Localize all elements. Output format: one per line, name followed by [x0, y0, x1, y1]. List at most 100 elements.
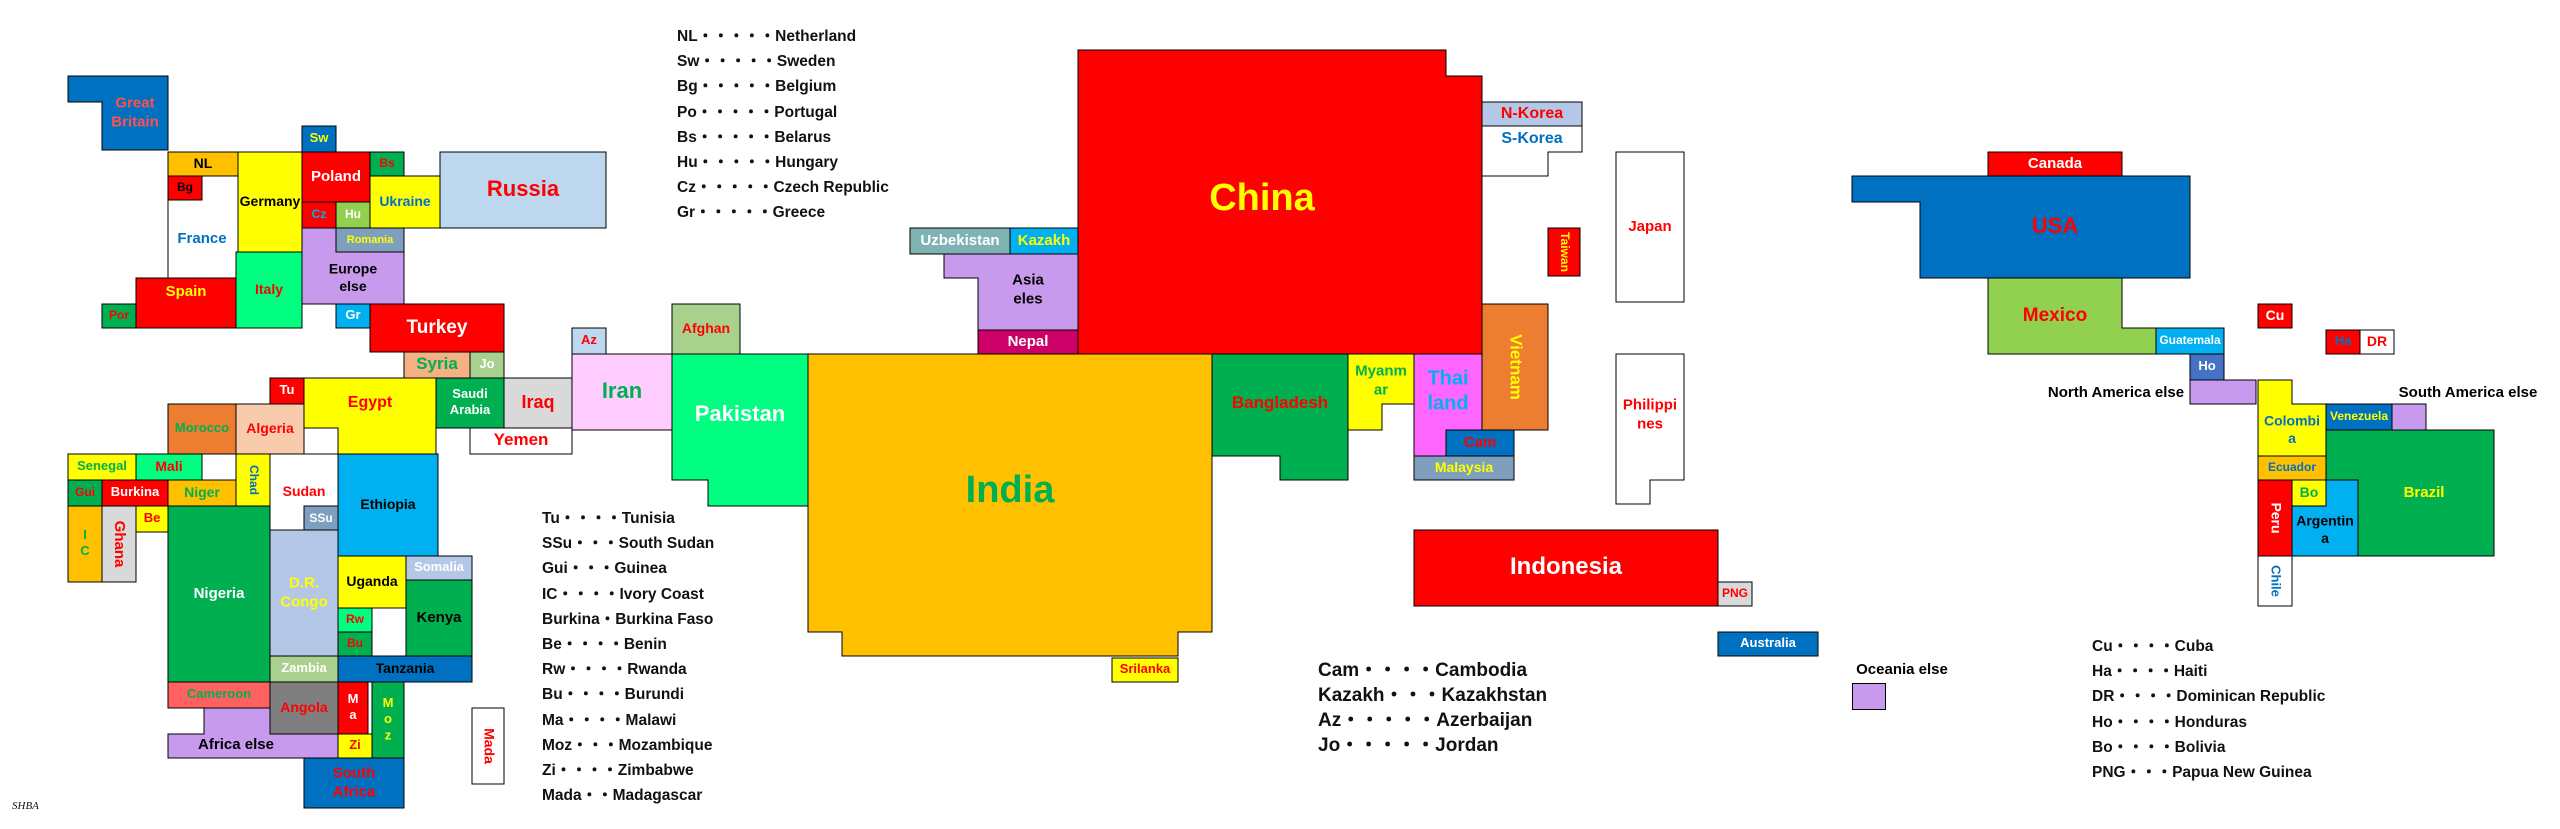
n-korea-shape	[1481, 101, 1583, 127]
legend-entry: Ha・・・・Haiti	[2092, 663, 2208, 681]
region-cameroon: Cameroon	[167, 681, 271, 709]
region-spain: Spain	[135, 277, 237, 329]
region-india: India	[807, 353, 1213, 657]
uzbekistan-shape	[909, 227, 1011, 255]
bo-label: Bo	[2300, 484, 2319, 500]
indonesia-shape	[1413, 529, 1719, 607]
legend-entry: IC・・・・Ivory Coast	[542, 585, 704, 603]
region-gr: Gr	[335, 303, 371, 329]
spain-label: Spain	[166, 283, 207, 300]
north-america-else-shape	[2189, 379, 2257, 405]
region-vietnam: Vietnam	[1481, 303, 1549, 431]
region-malaysia: Malaysia	[1413, 455, 1515, 481]
region-sw: Sw	[301, 125, 337, 153]
region-png: PNG	[1717, 581, 1753, 607]
italy-label: Italy	[255, 281, 283, 297]
region-ecuador: Ecuador	[2257, 455, 2327, 481]
png-shape	[1717, 581, 1753, 607]
region-hu: Hu	[335, 201, 371, 229]
be-shape	[135, 505, 169, 533]
cameroon-shape	[167, 681, 271, 709]
poland-shape	[301, 151, 371, 203]
somalia-label: Somalia	[414, 559, 465, 574]
kenya-shape	[405, 579, 473, 657]
legend-entry: Jo・・・・・Jordan	[1318, 735, 1499, 756]
guatemala-label: Guatemala	[2159, 333, 2221, 347]
turkey-label: Turkey	[407, 317, 468, 338]
ma-shape	[337, 681, 369, 735]
region-dr-congo: D.R.Congo	[269, 529, 339, 657]
taiwan-label: Taiwan	[1558, 232, 1572, 272]
jo-label: Jo	[479, 356, 494, 371]
cam-label: Cam	[1464, 434, 1497, 451]
region-japan: Japan	[1615, 151, 1685, 303]
peru-label: Peru	[2268, 502, 2284, 533]
region-bangladesh: Bangladesh	[1211, 353, 1349, 481]
region-usa: USA	[1851, 175, 2191, 279]
gui-label: Gui	[75, 485, 95, 499]
legend-entry: Zi・・・・Zimbabwe	[542, 762, 694, 780]
region-poland: Poland	[301, 151, 371, 203]
por-label: Por	[109, 308, 129, 322]
ethiopia-shape	[337, 453, 439, 557]
kazakh-label: Kazakh	[1018, 232, 1071, 249]
hu-label: Hu	[345, 207, 361, 221]
mada-label: Mada	[481, 728, 497, 764]
region-az: Az	[571, 327, 607, 355]
dr-congo-shape	[269, 529, 339, 657]
bs-shape	[369, 151, 405, 177]
region-bu: Bu	[337, 631, 373, 657]
malaysia-label: Malaysia	[1435, 459, 1494, 475]
sudan-label: Sudan	[283, 483, 326, 499]
cz-label: Cz	[312, 207, 327, 221]
region-egypt: Egypt	[303, 377, 437, 455]
region-ho: Ho	[2189, 353, 2225, 381]
az-label: Az	[581, 332, 597, 347]
russia-label: Russia	[487, 176, 560, 201]
region-mada: Mada	[471, 707, 505, 785]
zi-label: Zi	[349, 737, 361, 752]
bs-label: Bs	[379, 156, 395, 170]
oceania-else-swatch	[1852, 683, 1886, 710]
dr-label: DR	[2367, 333, 2387, 349]
nepal-label: Nepal	[1008, 333, 1049, 350]
france-label: France	[177, 230, 226, 247]
region-ghana: Ghana	[101, 505, 137, 583]
srilanka-label: Srilanka	[1120, 661, 1171, 676]
ic-shape	[67, 505, 103, 583]
region-jo: Jo	[469, 351, 505, 379]
legend-entry: Gr・・・・・Greece	[677, 204, 826, 222]
legend-entry: Az・・・・・Azerbaijan	[1318, 710, 1533, 731]
indonesia-label: Indonesia	[1510, 553, 1623, 580]
moz-shape	[371, 681, 405, 759]
ukraine-shape	[369, 175, 441, 229]
yemen-label: Yemen	[494, 430, 549, 449]
bangladesh-shape	[1211, 353, 1349, 481]
niger-label: Niger	[184, 484, 220, 500]
chile-shape	[2257, 555, 2293, 607]
brazil-shape	[2325, 429, 2495, 557]
legend-entry: PNG・・・Papua New Guinea	[2092, 764, 2312, 782]
region-turkey: Turkey	[369, 303, 505, 353]
legend-entry: Bg・・・・・Belgium	[677, 78, 837, 96]
pakistan-shape	[671, 353, 809, 507]
russia-shape	[439, 151, 607, 229]
region-germany: Germany	[237, 151, 303, 253]
south-africa-shape	[303, 757, 405, 809]
romania-label: Romania	[347, 234, 394, 246]
region-venezuela: Venezuela	[2325, 403, 2393, 431]
africa-else-label: Africa else	[198, 736, 274, 753]
china-label: China	[1209, 177, 1315, 219]
legend-entry: SSu・・・South Sudan	[542, 535, 715, 553]
iran-shape	[571, 353, 673, 431]
region-uganda: Uganda	[337, 555, 407, 609]
